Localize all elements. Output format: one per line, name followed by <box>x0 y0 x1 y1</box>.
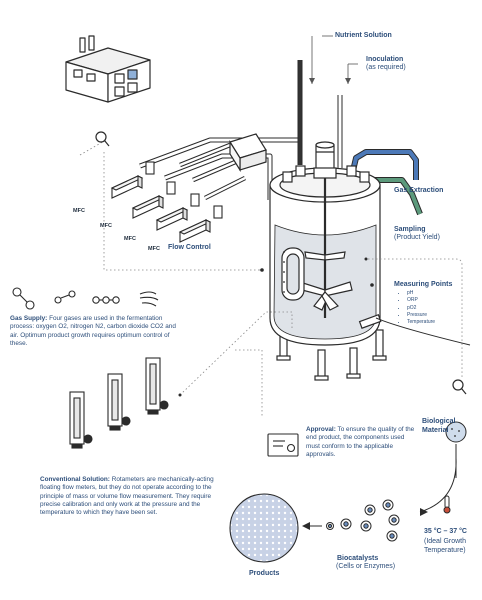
magnifier-icon <box>452 379 467 395</box>
gas-molecule-icons <box>12 287 159 310</box>
mass-flow-controllers <box>110 161 223 243</box>
approval-body: To ensure the quality of the end product… <box>306 426 415 458</box>
biological-material-label: Biological Material <box>422 418 456 434</box>
biological-material-icon <box>445 421 467 443</box>
building-icon <box>65 35 151 103</box>
measuring-points-list: pH ORP pO2 Pressure Temperature <box>398 290 435 326</box>
measuring-item: Temperature <box>407 319 435 326</box>
measuring-points-label: Measuring Points <box>394 281 453 288</box>
biocatalysts-sub-label: (Cells or Enzymes) <box>336 563 396 570</box>
conventional-solution-body: Rotameters are mechanically-acting float… <box>40 476 214 517</box>
rotameter-icons <box>69 357 169 449</box>
biocatalyst-icons <box>326 499 400 542</box>
gas-supply-heading: Gas Supply: <box>10 315 48 322</box>
biocatalysts-label: Biocatalysts <box>337 555 379 562</box>
inoculation-pipe <box>337 63 358 168</box>
magnifier-icon <box>95 131 110 147</box>
measuring-item: pH <box>407 290 435 297</box>
flow-control-label: Flow Control <box>168 244 211 251</box>
nutrient-inlet-pipe <box>297 36 315 165</box>
controller-box <box>229 133 267 173</box>
mfc-label: MFC <box>73 208 85 214</box>
sampling-sub-label: (Product Yield) <box>394 234 440 241</box>
mfc-label: MFC <box>124 236 136 242</box>
mfc-label: MFC <box>100 223 112 229</box>
certificate-icon <box>267 433 299 457</box>
thermometer-icon <box>443 495 451 514</box>
gas-extraction-pipe <box>349 149 419 180</box>
measuring-item: pO2 <box>407 305 435 312</box>
measuring-item: ORP <box>407 297 435 304</box>
gas-supply-text: Gas Supply: Four gases are used in the f… <box>10 315 185 348</box>
temperature-label: 35 °C – 37 °C <box>424 528 467 535</box>
sampling-label: Sampling <box>394 226 426 233</box>
inoculation-label: Inoculation <box>366 56 404 63</box>
gas-extraction-label: Gas Extraction <box>394 187 444 194</box>
conventional-solution-heading: Conventional Solution: <box>40 476 110 483</box>
conventional-solution-text: Conventional Solution: Rotameters are me… <box>40 476 228 517</box>
bioreactor-vessel <box>269 141 471 381</box>
gas-supply-body: Four gases are used in the fermentation … <box>10 315 176 347</box>
approval-text: Approval: To ensure the quality of the e… <box>306 426 418 459</box>
products-dish <box>229 493 299 563</box>
approval-heading: Approval: <box>306 426 336 433</box>
inoculation-sub-label: (as required) <box>366 64 406 71</box>
mfc-label: MFC <box>148 246 160 252</box>
temperature-sub-label: (Ideal Growth Temperature) <box>424 538 467 554</box>
measuring-item: Pressure <box>407 312 435 319</box>
nutrient-solution-label: Nutrient Solution <box>335 32 392 39</box>
products-label: Products <box>249 570 280 577</box>
